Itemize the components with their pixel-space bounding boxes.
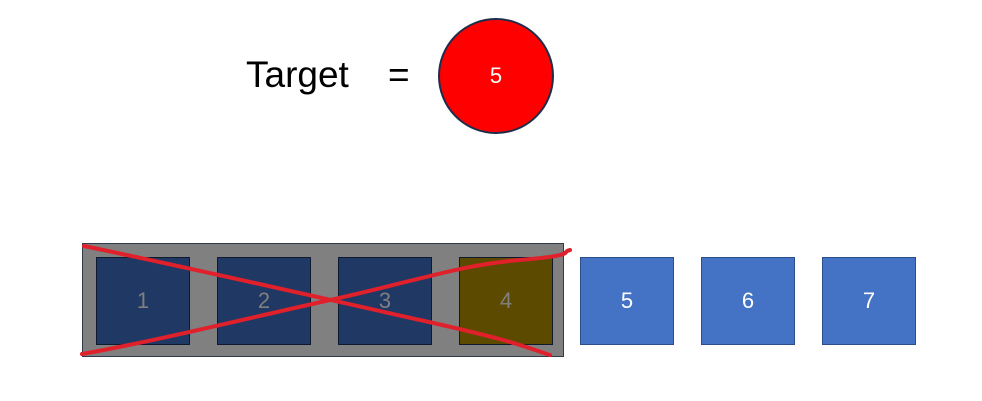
array-cell-7: 7: [822, 257, 916, 345]
array-cell-6: 6: [701, 257, 795, 345]
array-cell-label: 4: [499, 288, 513, 313]
array-cell-2: 2: [217, 257, 311, 345]
array-cell-label: 6: [741, 288, 755, 313]
array-cell-label: 5: [620, 288, 634, 313]
target-value-circle: 5: [438, 18, 554, 134]
array-cell-5: 5: [580, 257, 674, 345]
array-cell-1: 1: [96, 257, 190, 345]
equals-sign: =: [388, 54, 410, 95]
array-cell-label: 2: [257, 288, 271, 313]
target-label: Target: [246, 54, 349, 95]
array-cell-4: 4: [459, 257, 553, 345]
array-cell-label: 1: [136, 288, 150, 313]
array-cell-3: 3: [338, 257, 432, 345]
array-cell-label: 3: [378, 288, 392, 313]
target-value: 5: [489, 63, 503, 88]
array-cell-label: 7: [862, 288, 876, 313]
